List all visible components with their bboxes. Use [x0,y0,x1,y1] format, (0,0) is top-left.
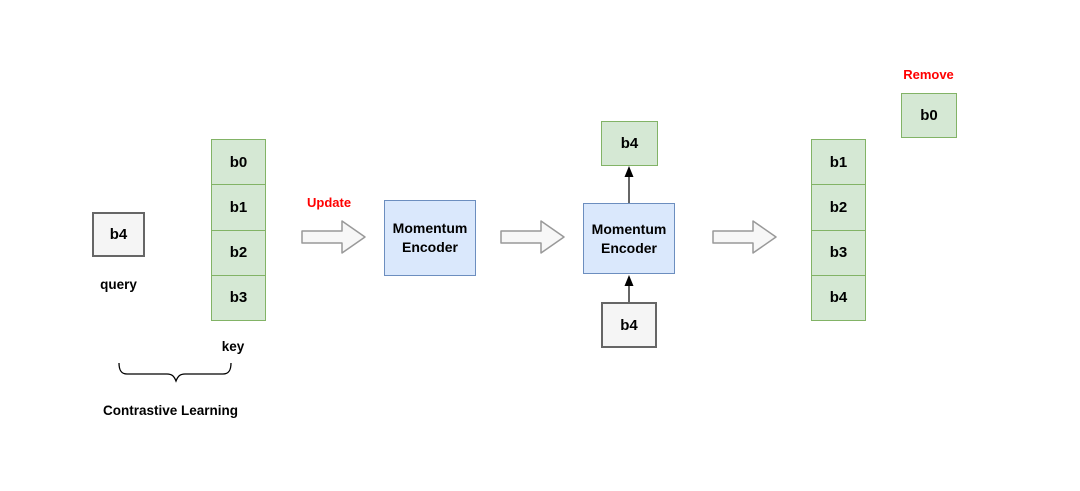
encoded-key-box: b4 [601,121,658,166]
update-label: Update [307,195,352,210]
result-stack-cell: b1 [829,153,848,171]
result-stack-cell: b4 [812,274,865,320]
new-input-box: b4 [601,302,657,348]
right-hollow-arrow-icon [712,220,777,254]
query-box: b4 [92,212,145,257]
momentum-encoder-2: Momentum Encoder [583,203,675,274]
curly-brace-icon [118,362,232,383]
key-stack-cell: b0 [229,153,248,171]
key-stack-cell: b3 [212,274,265,320]
right-hollow-arrow-icon [301,220,366,254]
result-stack-cell: b3 [812,229,865,275]
removed-box: b0 [901,93,957,138]
query-caption: query [100,277,137,292]
result-stack-cell: b2 [812,184,865,229]
right-hollow-arrow-icon [500,220,565,254]
up-arrow-icon [624,166,634,203]
up-arrow-icon [624,275,634,302]
momentum-encoder-1: Momentum Encoder [384,200,476,276]
key-stack-cell: b1 [212,184,265,229]
remove-label: Remove [903,67,954,82]
contrastive-learning-caption: Contrastive Learning [103,403,239,418]
key-stack-cell: b2 [212,229,265,275]
key-caption: key [221,339,245,354]
key-stack: b0 b1 b2 b3 [211,139,266,321]
result-stack: b1 b2 b3 b4 [811,139,866,321]
